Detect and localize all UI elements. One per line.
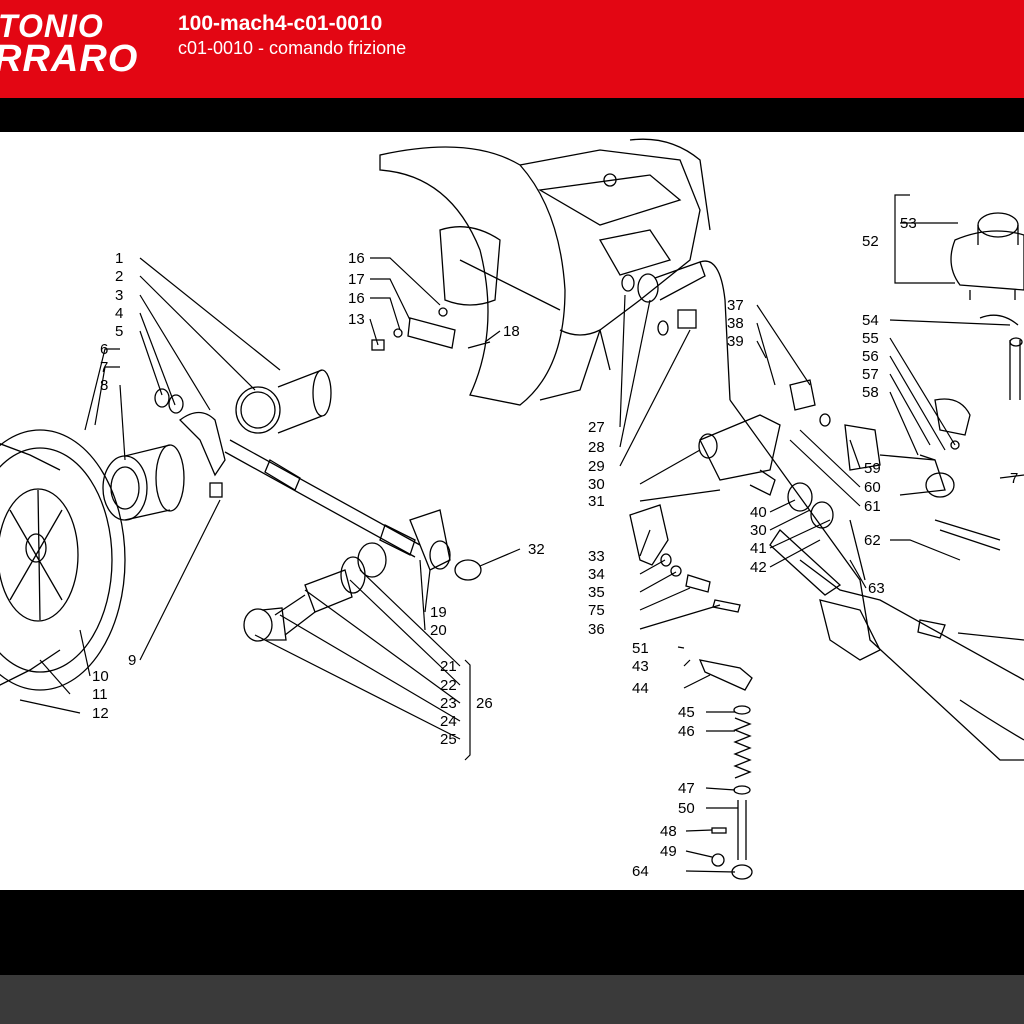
callout-label[interactable]: 42 bbox=[750, 559, 767, 576]
callout-label[interactable]: 43 bbox=[632, 658, 649, 675]
callout-label[interactable]: 1 bbox=[115, 250, 123, 267]
callout-labels: 1 2 3 4 5 6 7 8 9 10 11 12 13 16 16 17 1… bbox=[92, 215, 1018, 880]
pedal-assembly-drawing bbox=[698, 379, 1024, 761]
callout-label[interactable]: 41 bbox=[750, 540, 767, 557]
callout-label[interactable]: 64 bbox=[632, 863, 649, 880]
header-bar: TONIO RRARO 100-mach4-c01-0010 c01-0010 … bbox=[0, 0, 1024, 98]
clutch-plate-drawing bbox=[0, 429, 126, 691]
clutch-housing-drawing bbox=[379, 138, 711, 406]
callout-label[interactable]: 21 bbox=[440, 658, 457, 675]
callout-label[interactable]: 19 bbox=[430, 604, 447, 621]
callout-label[interactable]: 55 bbox=[862, 330, 879, 347]
callout-label[interactable]: 10 bbox=[92, 668, 109, 685]
exploded-parts-diagram[interactable]: 1 2 3 4 5 6 7 8 9 10 11 12 13 16 16 17 1… bbox=[0, 132, 1024, 890]
callout-label[interactable]: 62 bbox=[864, 532, 881, 549]
callout-label[interactable]: 20 bbox=[430, 622, 447, 639]
brand-logo-line-1: TONIO bbox=[0, 8, 104, 44]
brand-logo-line-2: RRARO bbox=[0, 38, 139, 80]
callout-label[interactable]: 4 bbox=[115, 305, 123, 322]
callout-label[interactable]: 12 bbox=[92, 705, 109, 722]
leader-lines bbox=[19, 222, 1024, 873]
callout-label[interactable]: 40 bbox=[750, 504, 767, 521]
bracket-drawing bbox=[371, 307, 491, 351]
callout-label[interactable]: 33 bbox=[588, 548, 605, 565]
callout-label[interactable]: 24 bbox=[440, 713, 457, 730]
small-parts-drawing bbox=[919, 314, 1023, 461]
page-subtitle: c01-0010 - comando frizione bbox=[178, 38, 407, 58]
callout-label[interactable]: 29 bbox=[588, 458, 605, 475]
callout-label[interactable]: 36 bbox=[588, 621, 605, 638]
callout-label[interactable]: 38 bbox=[727, 315, 744, 332]
callout-label[interactable]: 5 bbox=[115, 323, 123, 340]
callout-label[interactable]: 16 bbox=[348, 290, 365, 307]
callout-label[interactable]: 32 bbox=[528, 541, 545, 558]
callout-label[interactable]: 58 bbox=[862, 384, 879, 401]
callout-label[interactable]: 45 bbox=[678, 704, 695, 721]
callout-label[interactable]: 75 bbox=[588, 602, 605, 619]
callout-label[interactable]: 8 bbox=[100, 377, 108, 394]
callout-label[interactable]: 7 bbox=[100, 359, 108, 376]
callout-label[interactable]: 9 bbox=[128, 652, 136, 669]
callout-label[interactable]: 18 bbox=[503, 323, 520, 340]
callout-label[interactable]: 13 bbox=[348, 311, 365, 328]
callout-label[interactable]: 31 bbox=[588, 493, 605, 510]
callout-label[interactable]: 17 bbox=[348, 271, 365, 288]
callout-label[interactable]: 46 bbox=[678, 723, 695, 740]
callout-label[interactable]: 25 bbox=[440, 731, 457, 748]
callout-label[interactable]: 30 bbox=[588, 476, 605, 493]
callout-label[interactable]: 23 bbox=[440, 695, 457, 712]
callout-label[interactable]: 37 bbox=[727, 297, 744, 314]
callout-label[interactable]: 35 bbox=[588, 584, 605, 601]
callout-label[interactable]: 44 bbox=[632, 680, 649, 697]
callout-label[interactable]: 27 bbox=[588, 419, 605, 436]
release-fork-drawing bbox=[179, 411, 226, 498]
callout-label[interactable]: 28 bbox=[588, 439, 605, 456]
callout-label[interactable]: 54 bbox=[862, 312, 879, 329]
bottom-toolbar bbox=[0, 975, 1024, 1024]
callout-label[interactable]: 50 bbox=[678, 800, 695, 817]
callout-label[interactable]: 34 bbox=[588, 566, 605, 583]
bushing-set-drawing bbox=[243, 542, 387, 642]
callout-label[interactable]: 6 bbox=[100, 341, 108, 358]
pushrod-drawing bbox=[698, 659, 753, 880]
callout-label[interactable]: 39 bbox=[727, 333, 744, 350]
callout-label[interactable]: 61 bbox=[864, 498, 881, 515]
callout-label[interactable]: 16 bbox=[348, 250, 365, 267]
callout-label[interactable]: 30 bbox=[750, 522, 767, 539]
release-bearing-drawing bbox=[102, 444, 185, 521]
callout-label[interactable]: 52 bbox=[862, 233, 879, 250]
callout-label[interactable]: 53 bbox=[900, 215, 917, 232]
diagram-canvas: 1 2 3 4 5 6 7 8 9 10 11 12 13 16 16 17 1… bbox=[0, 138, 1024, 880]
callout-label[interactable]: 3 bbox=[115, 287, 123, 304]
page-title: 100-mach4-c01-0010 bbox=[178, 12, 383, 35]
callout-label[interactable]: 11 bbox=[92, 686, 108, 703]
callout-label[interactable]: 22 bbox=[440, 677, 457, 694]
callout-label[interactable]: 2 bbox=[115, 268, 123, 285]
sleeve-drawing bbox=[154, 369, 482, 581]
callout-label[interactable]: 7 bbox=[1010, 470, 1018, 487]
pivot-drawing bbox=[621, 260, 731, 401]
callout-label[interactable]: 48 bbox=[660, 823, 677, 840]
callout-label[interactable]: 49 bbox=[660, 843, 677, 860]
callout-label[interactable]: 51 bbox=[632, 640, 649, 657]
callout-label[interactable]: 63 bbox=[868, 580, 885, 597]
callout-label[interactable]: 47 bbox=[678, 780, 695, 797]
group-brackets bbox=[464, 194, 955, 761]
callout-label[interactable]: 26 bbox=[476, 695, 493, 712]
callout-label[interactable]: 57 bbox=[862, 366, 879, 383]
clutch-shaft-drawing bbox=[224, 439, 451, 571]
callout-label[interactable]: 59 bbox=[864, 460, 881, 477]
callout-label[interactable]: 56 bbox=[862, 348, 879, 365]
fluid-reservoir-drawing bbox=[934, 212, 1024, 436]
lower-bracket-drawing bbox=[629, 504, 741, 613]
callout-label[interactable]: 60 bbox=[864, 479, 881, 496]
